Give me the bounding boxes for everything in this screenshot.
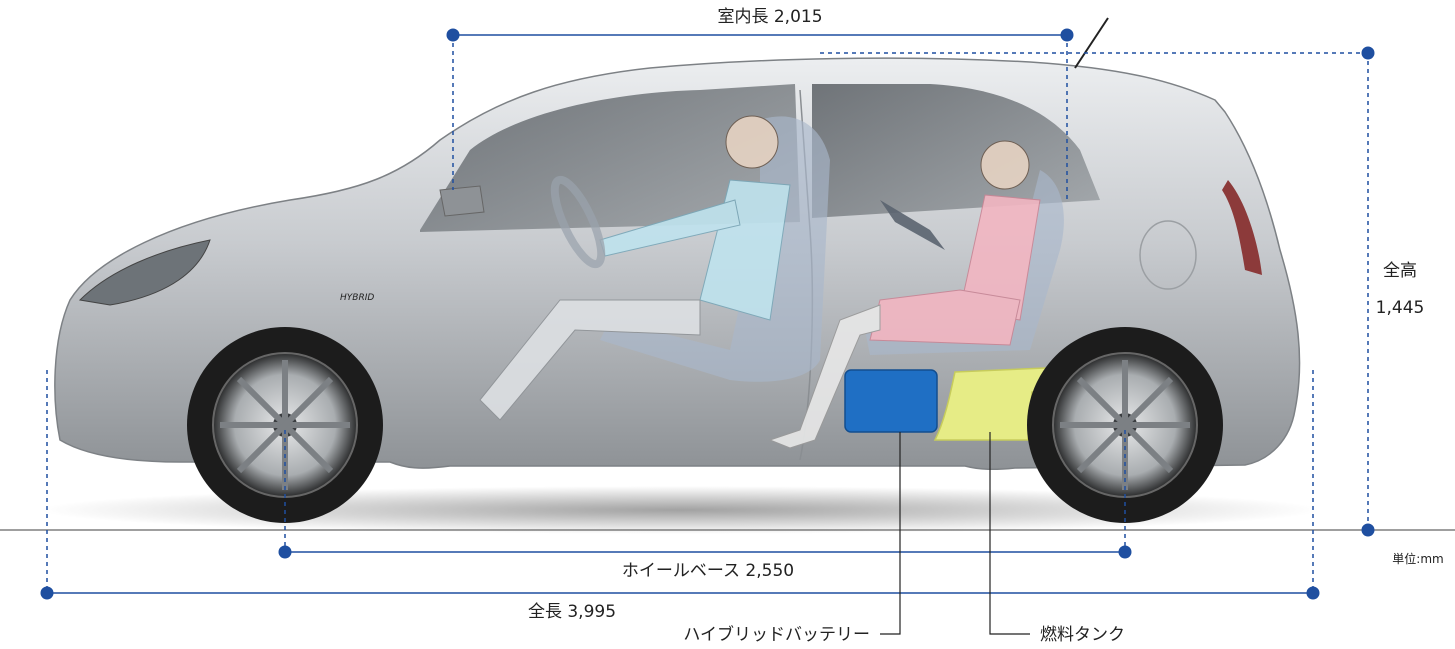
battery-label: ハイブリッドバッテリー — [683, 624, 870, 645]
hybrid-battery-block — [844, 369, 938, 433]
headlight — [78, 239, 211, 306]
driver-seat — [600, 116, 830, 382]
passenger-top — [959, 194, 1041, 321]
unit-label: 単位:mm — [1392, 551, 1443, 566]
fuel-tank-leader-line — [989, 432, 1030, 635]
tablet — [880, 200, 945, 250]
height-title-label: 全高 — [1383, 261, 1417, 281]
hybrid-badge: HYBRID — [340, 293, 374, 303]
rear-wheel — [1027, 327, 1223, 523]
fuel-tank-label: 燃料タンク — [1040, 625, 1125, 645]
passenger-skirt — [869, 289, 1021, 346]
occupants — [479, 115, 1064, 449]
height-dimension — [820, 46, 1375, 537]
passenger-legs — [768, 304, 881, 449]
wheelbase-label: ホイールベース 2,550 — [622, 561, 794, 581]
steering-wheel — [550, 175, 606, 269]
overall-length-label: 全長 3,995 — [528, 602, 616, 622]
car-shadow — [40, 486, 1320, 534]
front-wheel — [187, 327, 383, 523]
rear-window — [812, 84, 1100, 218]
overall-length-dimension — [40, 370, 1320, 600]
front-window — [420, 84, 800, 232]
driver-legs — [479, 299, 701, 421]
antenna — [1074, 17, 1109, 69]
fuel-lid — [1139, 220, 1197, 290]
driver-head — [725, 115, 779, 169]
interior-length-dimension — [446, 28, 1074, 200]
interior-length-label: 室内長 2,015 — [717, 7, 822, 27]
tail-light — [1222, 180, 1262, 275]
height-value-label: 1,445 — [1376, 298, 1425, 318]
wheelbase-dimension — [278, 430, 1132, 559]
passenger-head — [980, 140, 1030, 190]
side-mirror — [439, 185, 485, 217]
battery-leader-line — [880, 432, 901, 635]
